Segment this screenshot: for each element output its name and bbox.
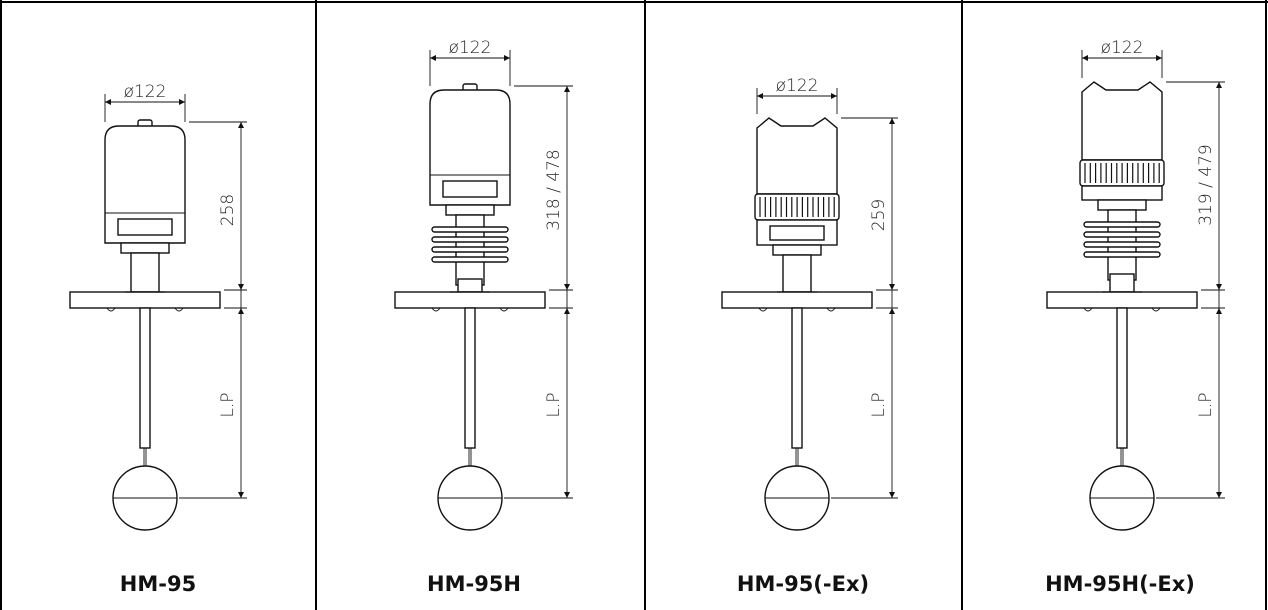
nameplate — [442, 180, 498, 198]
neck-collar — [120, 242, 170, 254]
flange-bolt — [174, 307, 184, 312]
model-caption-hm-95h: HM-95H — [427, 572, 521, 596]
arrowhead — [1216, 308, 1222, 314]
arrowhead — [105, 99, 111, 105]
arrowhead — [238, 492, 244, 498]
arrowhead — [179, 99, 185, 105]
arrowhead — [238, 122, 244, 128]
neck-collar — [772, 244, 822, 256]
diameter-dimension-label: ø122 — [124, 82, 167, 102]
mounting-flange — [1046, 291, 1198, 309]
arrowhead — [889, 308, 895, 314]
height-dimension-label: 258 — [218, 194, 238, 226]
probe-length-label: L.P — [1196, 392, 1216, 417]
process-neck — [130, 252, 160, 293]
height-dimension-label: 318 / 478 — [544, 149, 564, 230]
diameter-dimension-label: ø122 — [1101, 38, 1144, 58]
process-neck — [457, 278, 483, 293]
process-neck — [782, 254, 812, 293]
flange-bolt — [1151, 307, 1161, 312]
cooling-fin — [1083, 221, 1161, 228]
cooling-fin — [1083, 231, 1161, 238]
arrowhead — [757, 93, 763, 99]
cooling-fin — [1083, 241, 1161, 248]
height-dimension-label: 259 — [869, 199, 889, 231]
flange-bolt — [1083, 307, 1093, 312]
probe-length-label: L.P — [544, 392, 564, 417]
cooling-fin — [431, 236, 509, 243]
housing-cover — [104, 125, 186, 244]
probe-rod — [139, 307, 151, 449]
model-caption-hm-95: HM-95 — [119, 572, 197, 596]
arrowhead — [1216, 82, 1222, 88]
height-dimension-label: 319 / 479 — [1196, 144, 1216, 225]
probe-rod — [791, 307, 803, 449]
probe-rod — [1116, 307, 1128, 449]
arrowhead — [238, 284, 244, 290]
lower-housing — [1081, 185, 1163, 201]
model-caption-hm-95h-ex: HM-95H(-Ex) — [1045, 572, 1195, 596]
arrowhead — [1156, 55, 1162, 61]
flange-bolt — [826, 307, 836, 312]
arrowhead — [1082, 55, 1088, 61]
arrowhead — [564, 492, 570, 498]
housing-cover — [756, 117, 838, 195]
arrowhead — [889, 492, 895, 498]
arrowhead — [889, 284, 895, 290]
arrowhead — [831, 93, 837, 99]
nameplate — [769, 225, 825, 241]
probe-length-label: L.P — [218, 392, 238, 417]
mounting-flange — [69, 291, 221, 309]
flange-bolt — [106, 307, 116, 312]
flange-bolt — [499, 307, 509, 312]
neck-collar — [1097, 199, 1147, 211]
nameplate — [117, 218, 173, 236]
housing-cover — [1081, 81, 1163, 161]
diameter-dimension-label: ø122 — [776, 76, 819, 96]
cooling-fin — [431, 256, 509, 263]
housing-cover — [429, 89, 511, 206]
arrowhead — [564, 86, 570, 92]
mounting-flange — [394, 291, 546, 309]
arrowhead — [564, 308, 570, 314]
mounting-flange — [721, 291, 873, 309]
flange-bolt — [431, 307, 441, 312]
arrowhead — [1216, 284, 1222, 290]
flange-bolt — [758, 307, 768, 312]
arrowhead — [504, 55, 510, 61]
arrowhead — [1216, 492, 1222, 498]
arrowhead — [430, 55, 436, 61]
process-neck — [1109, 273, 1135, 293]
probe-rod — [464, 307, 476, 449]
arrowhead — [564, 284, 570, 290]
cooling-fin — [431, 226, 509, 233]
neck-collar — [445, 204, 495, 216]
arrowhead — [889, 118, 895, 124]
cooling-fin — [1083, 251, 1161, 258]
cooling-fin — [431, 246, 509, 253]
arrowhead — [238, 308, 244, 314]
diameter-dimension-label: ø122 — [449, 38, 492, 58]
model-caption-hm-95-ex: HM-95(-Ex) — [736, 572, 870, 596]
probe-length-label: L.P — [869, 392, 889, 417]
